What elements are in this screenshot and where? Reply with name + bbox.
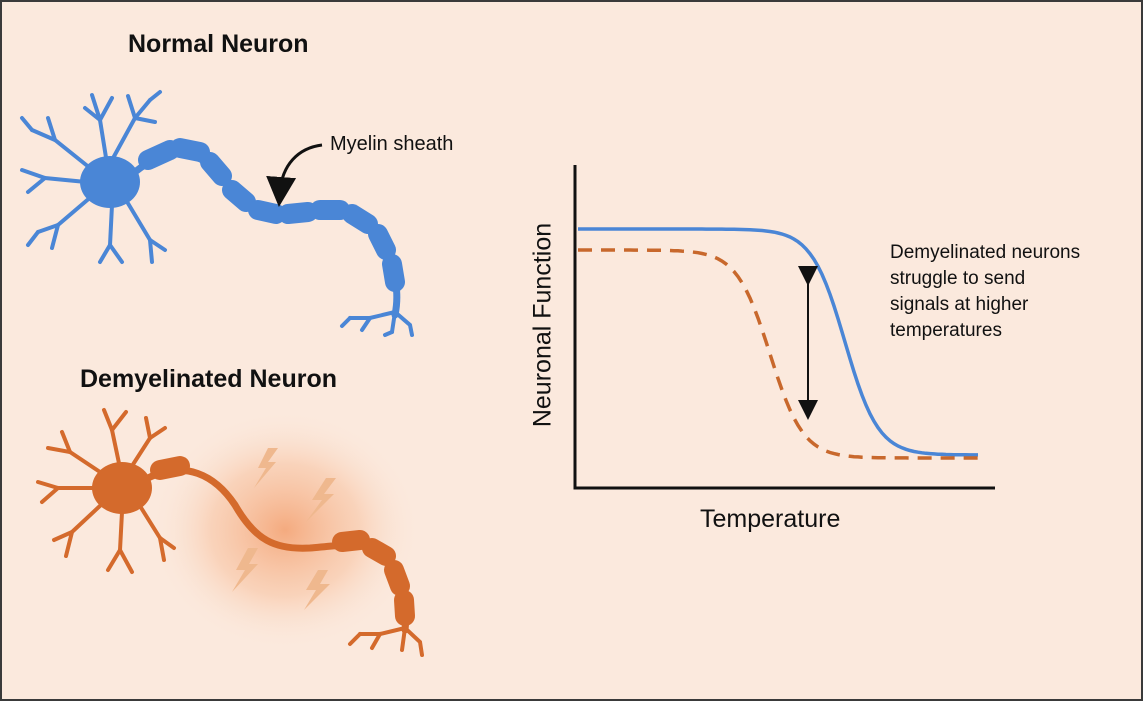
annotation-line: temperatures <box>890 320 1002 341</box>
demyelinated-axon-terminal <box>348 626 424 657</box>
y-axis-label: Neuronal Function <box>528 222 557 428</box>
normal-axon-terminal <box>340 310 414 337</box>
chart-axes <box>573 165 995 490</box>
series-normal-line <box>578 227 978 457</box>
lightning-bolt-icon <box>254 448 278 488</box>
demyelinated-neuron <box>36 408 424 657</box>
normal-neuron <box>20 90 414 337</box>
normal-soma <box>80 156 140 208</box>
lightning-bolt-icon <box>232 548 258 592</box>
chart <box>573 165 995 490</box>
heat-glow <box>150 410 420 650</box>
chart-annotation: Demyelinated neurons struggle to send si… <box>890 240 1130 344</box>
lightning-bolt-icon <box>306 478 336 522</box>
annotation-line: Demyelinated neurons <box>890 242 1081 263</box>
myelin-pointer-arrow <box>266 143 323 207</box>
normal-dendrites <box>20 90 167 264</box>
demyelinated-neuron-title: Demyelinated Neuron <box>80 365 338 393</box>
demyelinated-dendrites <box>36 408 176 574</box>
demyelinated-soma <box>92 462 152 514</box>
annotation-line: signals at higher <box>890 294 1029 315</box>
x-axis-label: Temperature <box>700 505 841 533</box>
series-demyelinated-line <box>578 248 978 460</box>
lightning-bolts <box>232 448 336 610</box>
myelin-segments <box>138 138 405 292</box>
annotation-line: struggle to send <box>890 268 1026 289</box>
remaining-myelin-segments <box>150 456 415 626</box>
lightning-bolt-icon <box>304 570 330 610</box>
normal-neuron-title: Normal Neuron <box>128 30 309 58</box>
normal-axon <box>131 150 401 319</box>
myelin-sheath-label: Myelin sheath <box>330 133 454 155</box>
